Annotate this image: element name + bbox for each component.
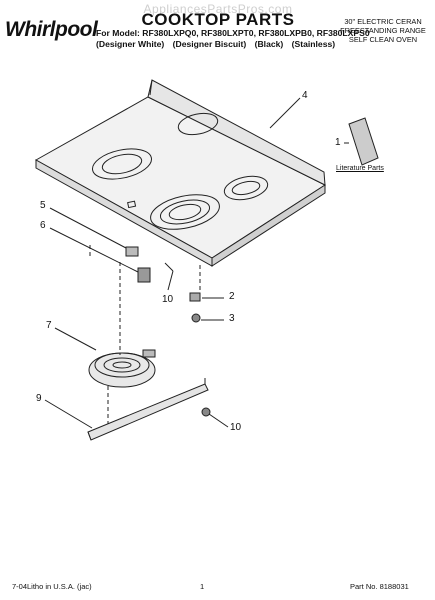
model-list: For Model: RF380LXPQ0, RF380LXPT0, RF380… (96, 28, 370, 38)
callout-10-bottom: 10 (230, 422, 242, 433)
description-line-2: FREESTANDING RANGE (340, 26, 426, 35)
callout-4: 4 (302, 90, 308, 101)
callout-7: 7 (46, 320, 52, 331)
color-black: (Black) (254, 39, 284, 49)
watermark: AppliancesPartsPros.com (143, 2, 293, 16)
litho-note: 7-04Litho in U.S.A. (jac) (12, 582, 92, 591)
callout-6: 6 (40, 220, 46, 231)
burner-front-left (150, 194, 220, 230)
element-terminal (142, 349, 156, 358)
cooktop-glass (34, 96, 327, 259)
page-number: 1 (200, 582, 205, 591)
screw (191, 313, 201, 323)
callout-2: 2 (229, 291, 235, 302)
element-support-bracket (87, 383, 209, 441)
callout-9: 9 (36, 393, 42, 404)
callout-5: 5 (40, 200, 46, 211)
support-screw (201, 407, 211, 417)
page-title: COOKTOP PARTS (141, 10, 295, 29)
burner-back-right (177, 112, 219, 136)
brand-logo: Whirlpool (5, 18, 98, 41)
callout-10-top: 10 (162, 294, 174, 305)
color-stainless: (Stainless) (291, 39, 336, 49)
indicator-switch (125, 246, 139, 257)
burner-front-right (223, 175, 269, 201)
cooktop-side-edge (211, 184, 326, 267)
description-line-1: 30" ELECTRIC CERAN (344, 17, 422, 26)
cooktop-back-rim (147, 79, 326, 186)
color-biscuit: (Designer Biscuit) (172, 39, 247, 49)
callout-3: 3 (229, 313, 235, 324)
part-number: Part No. 8188031 (350, 582, 409, 591)
product-description: 30" ELECTRIC CERAN FREESTANDING RANGE SE… (334, 17, 432, 44)
color-white: (Designer White) (96, 39, 165, 49)
burner-back-left (92, 148, 152, 180)
literature-parts-label: Literature Parts (336, 165, 384, 172)
description-line-3: SELF CLEAN OVEN (348, 35, 418, 44)
literature-booklet (348, 117, 379, 166)
bracket-clip (189, 292, 201, 302)
color-list: (Designer White) (Designer Biscuit) (Bla… (96, 39, 341, 49)
callout-1: 1 (335, 137, 341, 148)
mounting-bracket (137, 267, 151, 283)
hot-surface-indicator (127, 200, 137, 209)
